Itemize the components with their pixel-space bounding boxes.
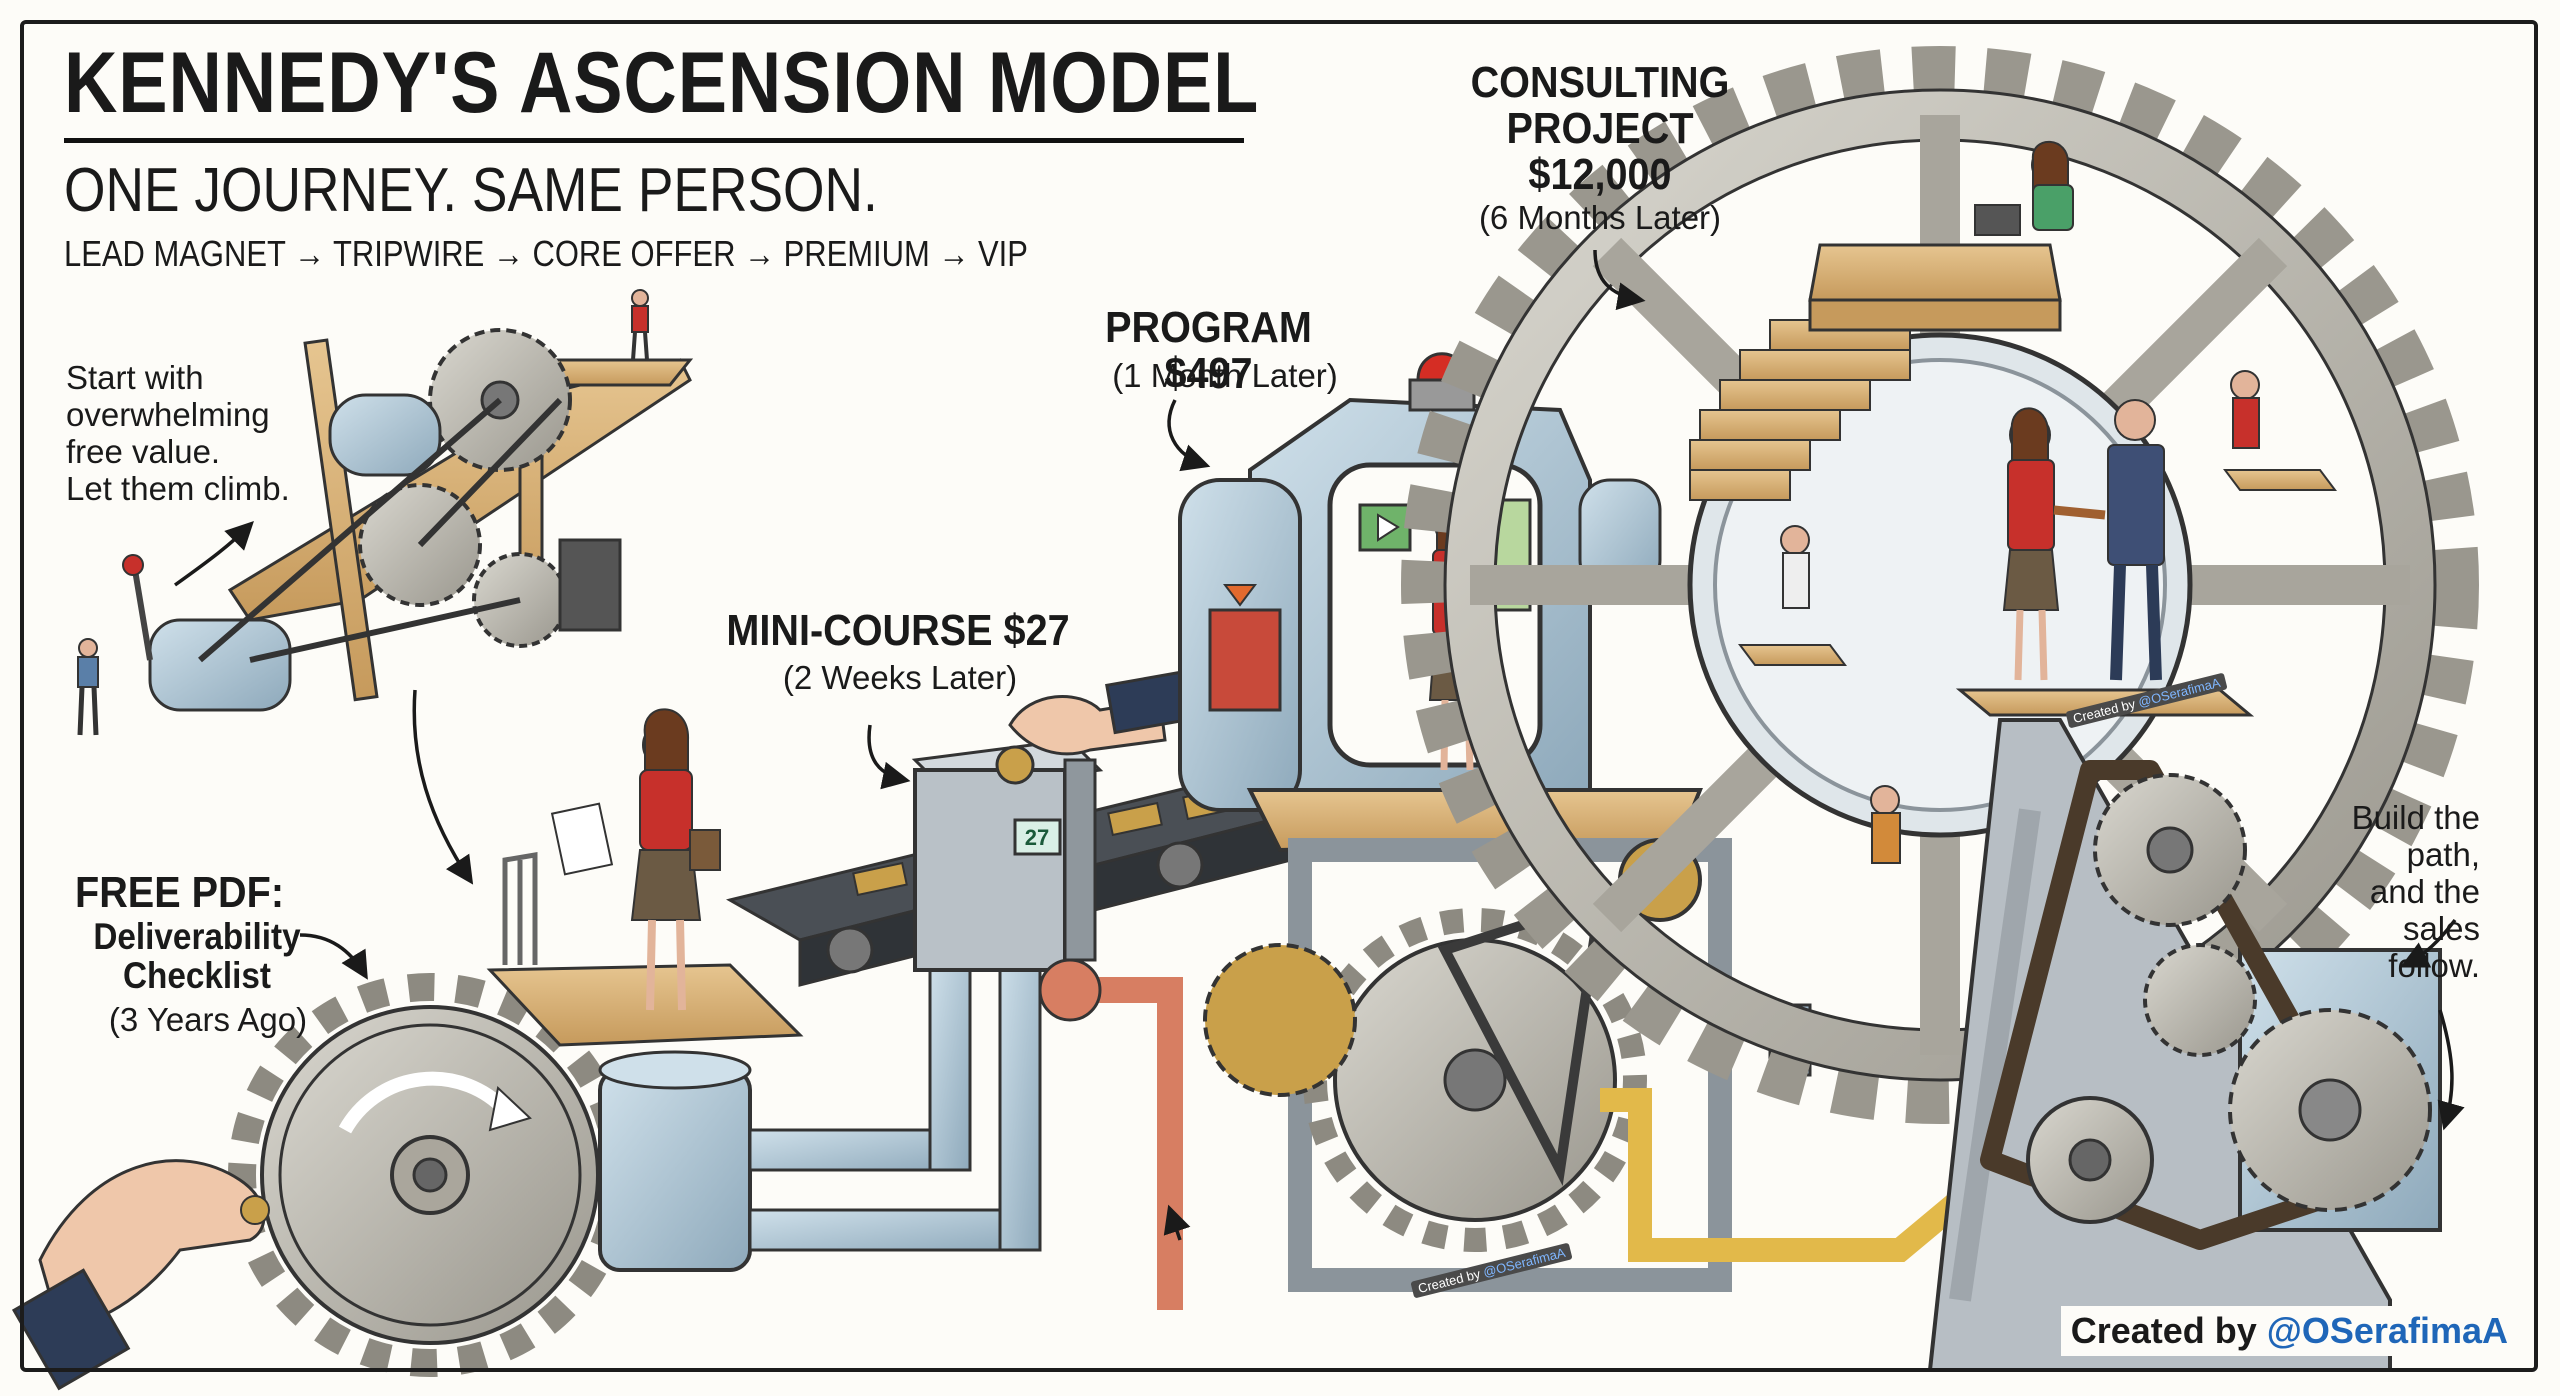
funnel-flow: LEAD MAGNET → TRIPWIRE → CORE OFFER → PR…: [64, 233, 1028, 274]
coin-hand-icon: [1008, 667, 1206, 756]
coin-slot-box: 27: [911, 738, 1104, 972]
start-gear: [228, 973, 632, 1377]
credit-handle[interactable]: @OSerafimaA: [2266, 1310, 2508, 1351]
author-credit[interactable]: Created by @OSerafimaA: [2060, 1306, 2518, 1356]
free-pdf-title: FREE PDF:: [75, 868, 285, 917]
coin-icon: [995, 745, 1035, 785]
free-pdf-timing: (3 Years Ago): [108, 1001, 308, 1038]
page-title: KENNEDY'S ASCENSION MODEL: [64, 35, 1260, 131]
program-timing: (1 Month Later): [1112, 357, 1338, 394]
hand-icon: [11, 1159, 270, 1391]
consulting-title: CONSULTING PROJECT $12,000: [1470, 58, 1730, 200]
credit-prefix: Created by: [2070, 1310, 2257, 1351]
belt-drive: [1927, 718, 2442, 1372]
lead-platform: [486, 708, 1042, 1272]
mini-course-timing: (2 Weeks Later): [782, 659, 1018, 696]
play-icon: [1377, 513, 1400, 542]
mini-course-title: MINI-COURSE $27: [726, 606, 1070, 655]
start-note: Start with overwhelming free value. Let …: [66, 359, 290, 507]
annotation-arrows: [173, 249, 2465, 1241]
consulting-timing: (6 Months Later): [1478, 199, 1722, 236]
price-display: 27: [1025, 825, 1049, 850]
arrow-icon: [173, 521, 254, 587]
page-subtitle: ONE JOURNEY. SAME PERSON.: [64, 156, 878, 225]
starter-machine: [77, 289, 694, 736]
end-note: Build the path, and the sales follow.: [2351, 799, 2480, 984]
consulting-wheel: [1401, 46, 2479, 1124]
program-title: PROGRAM $497: [1105, 303, 1312, 399]
free-pdf-name: Deliverability Checklist: [93, 916, 301, 996]
title-underline: [64, 138, 1244, 143]
